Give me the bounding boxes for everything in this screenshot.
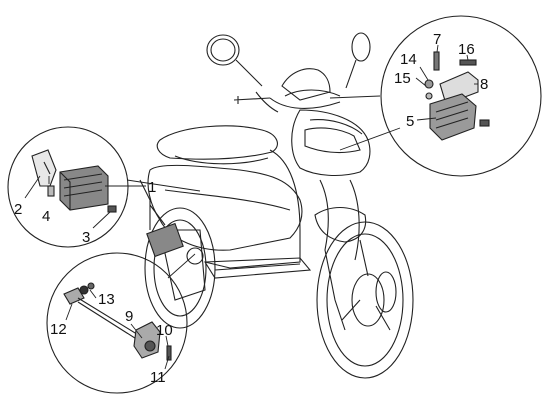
callout-15: 15 [394, 70, 411, 87]
callout-14: 14 [400, 51, 417, 68]
callout-5: 5 [406, 113, 414, 130]
front-wheel [316, 221, 414, 379]
callout-12: 12 [50, 321, 67, 338]
callout-4: 4 [42, 208, 50, 225]
callout-13: 13 [98, 291, 115, 308]
left-mirror [206, 34, 263, 87]
callout-1: 1 [148, 179, 156, 196]
regulator-inset [7, 126, 201, 248]
callout-9: 9 [125, 308, 133, 325]
callout-8: 8 [480, 76, 488, 93]
callout-2: 2 [14, 201, 22, 218]
callout-3: 3 [82, 229, 90, 246]
callout-10: 10 [156, 322, 173, 339]
callout-labels: 1 2 3 4 5 7 8 9 10 11 12 13 14 15 16 [14, 31, 488, 386]
callout-leaders [24, 44, 478, 370]
rear-wheel [144, 207, 216, 329]
callout-16: 16 [458, 41, 475, 58]
callout-11: 11 [150, 369, 166, 386]
sensor-inset [46, 252, 196, 394]
voltage-regulator-inset [339, 15, 542, 177]
callout-7: 7 [433, 31, 441, 48]
scooter-drawing [139, 32, 414, 379]
right-mirror [345, 32, 371, 89]
